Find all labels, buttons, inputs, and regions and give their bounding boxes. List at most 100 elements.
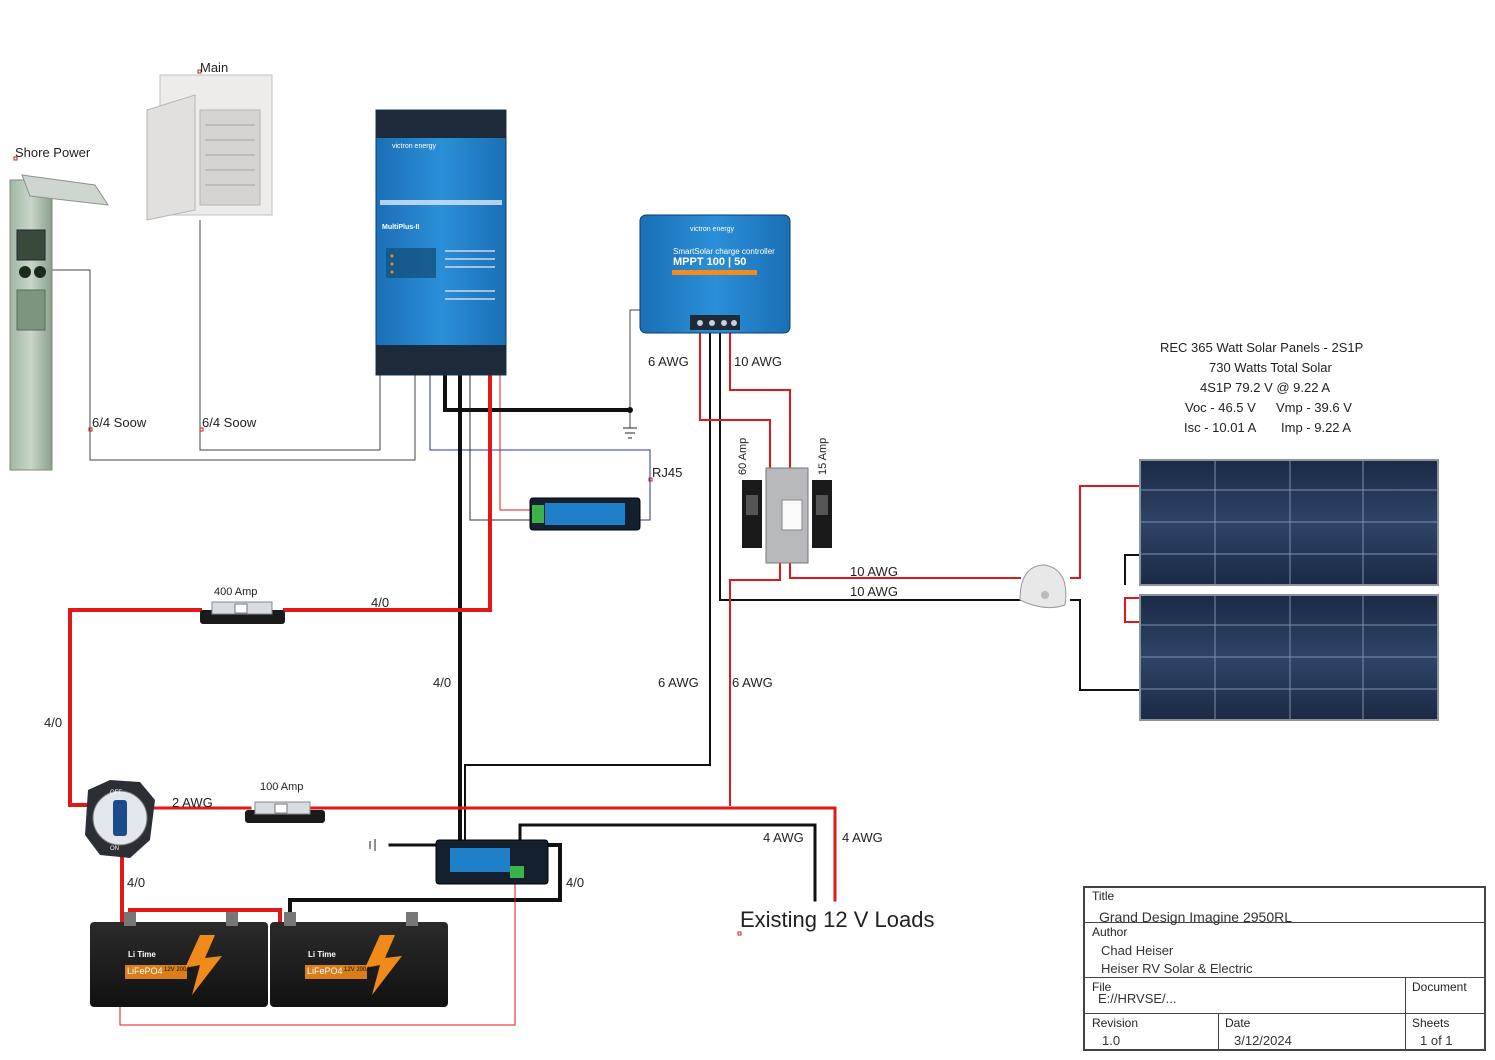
fuse-400a [200,601,285,624]
solar-panel-bottom [1139,594,1439,721]
negative-wiring [288,329,1021,932]
shore-cable-label: 6/4 Soow [92,415,147,430]
mppt-model: MPPT 100 | 50 [673,256,747,268]
solar-spec-isc: Isc - 10.01 A [1184,420,1257,435]
file-value: E://HRVSE/... [1098,991,1177,1006]
bmv-sense-wire [469,375,530,521]
mppt-ground-wire [629,309,640,428]
title-label: Title [1092,889,1115,903]
neg-6awg-label: 6 AWG [658,675,699,690]
mppt-controller [639,214,791,334]
cable-4-0-label-3: 4/0 [44,715,63,730]
main-cable-label: 6/4 Soow [202,415,257,430]
sheets-value: 1 of 1 [1420,1033,1453,1048]
solar-spec-line2: 730 Watts Total Solar [1209,360,1332,375]
company-value: Heiser RV Solar & Electric [1101,961,1253,976]
pv-pos-label: 10 AWG [850,564,898,579]
mppt-negative-6awg [464,329,711,846]
main-panel-cable [199,220,381,451]
panel-wiring [1070,485,1145,691]
revision-value: 1.0 [1102,1033,1121,1048]
sheets-label: Sheets [1412,1016,1450,1030]
loads-label: Existing 12 V Loads [740,907,935,932]
main-panel-label: Main [200,60,229,75]
switch-on-text: ON [110,846,119,852]
battery-monitor [529,497,641,531]
battery-2-chem: LiFePO4 [307,966,343,976]
solar-spec-vmp: Vmp - 39.6 V [1276,400,1352,415]
inverter-model: MultiPlus-II [382,224,420,231]
ground-symbol [623,427,637,439]
file-label: File [1092,980,1112,994]
solar-spec-voc: Voc - 46.5 V [1185,400,1256,415]
positive-to-switch [68,608,202,807]
breaker-60a [742,480,762,548]
positive-wiring [68,329,1021,1026]
cable-4-0-label-4: 4/0 [127,875,146,890]
breaker-to-busbar [729,559,781,806]
solar-panel-top [1139,459,1439,586]
inverter-negative-4-0 [443,373,632,412]
date-value: 3/12/2024 [1234,1033,1292,1048]
smart-shunt [435,839,549,885]
switch-off-text: OFF [110,790,122,796]
inverter-brand: victron energy [392,143,436,150]
battery-2-brand: Li Time [308,950,336,959]
mppt-10awg-label: 10 AWG [734,354,782,369]
ground-terminal-symbol [369,839,376,851]
breaker-60-label: 60 Amp [737,437,749,475]
loads-neg-label: 4 AWG [763,830,804,845]
pv-neg-label: 10 AWG [850,584,898,599]
loads-negative-4awg [518,823,817,902]
combiner-busbar [765,467,809,564]
bmv-pos-wire [499,375,530,511]
inverter-positive-4-0 [283,373,492,612]
pv-positive-10awg-b [789,559,1021,579]
battery-1-chem: LiFePO4 [127,966,163,976]
pos-6awg-label: 6 AWG [732,675,773,690]
battery-disconnect-switch [85,780,155,858]
rj45-label: RJ45 [652,465,683,480]
document-label: Document [1412,980,1467,994]
solar-spec-imp: Imp - 9.22 A [1281,420,1352,435]
battery-2 [270,912,448,1007]
cable-4-0-label-1: 4/0 [371,595,390,610]
multiplus-inverter [375,109,507,376]
author-label: Author [1092,925,1128,939]
revision-label: Revision [1092,1016,1139,1030]
fuse100-to-loads [308,806,837,902]
shore-power-label: Shore Power [15,145,91,160]
solar-spec-line1: REC 365 Watt Solar Panels - 2S1P [1160,340,1364,355]
junction-dot [627,407,633,413]
ac-wiring [52,220,640,461]
battery-1-brand: Li Time [128,950,156,959]
roof-entry-gland [1019,564,1067,609]
main-breaker-panel [146,74,273,221]
battery-1-spec: 12V 200Ah [164,967,194,973]
title-value: Grand Design Imagine 2950RL [1099,909,1293,925]
cable-4-0-label-5: 4/0 [566,875,585,890]
cable-4-0-label-2: 4/0 [433,675,452,690]
loads-pos-label: 4 AWG [842,830,883,845]
pv-positive-10awg-a [729,329,791,471]
title-block: Title Grand Design Imagine 2950RL Author… [1083,886,1486,1051]
fuse-100a [245,801,325,823]
fuse-400-label: 400 Amp [214,586,258,598]
mppt-positive-6awg [699,329,771,471]
switch-2awg-label: 2 AWG [172,795,213,810]
rj45-cable [429,375,651,521]
solar-spec-line3: 4S1P 79.2 V @ 9.22 A [1200,380,1331,395]
shore-power-cable [52,269,416,461]
battery-2-spec: 12V 200Ah [344,967,374,973]
pv-negative-10awg [719,329,1021,601]
breaker-15-label: 15 Amp [817,437,829,475]
shore-power-pedestal [9,174,109,471]
sheets-cell [1405,1013,1485,1050]
mppt-6awg-label: 6 AWG [648,354,689,369]
mppt-brand: victron energy [690,226,734,233]
breaker-15a [812,480,832,548]
author-value: Chad Heiser [1101,943,1174,958]
battery-1 [90,912,268,1007]
shunt-to-battery-negative [288,843,562,932]
